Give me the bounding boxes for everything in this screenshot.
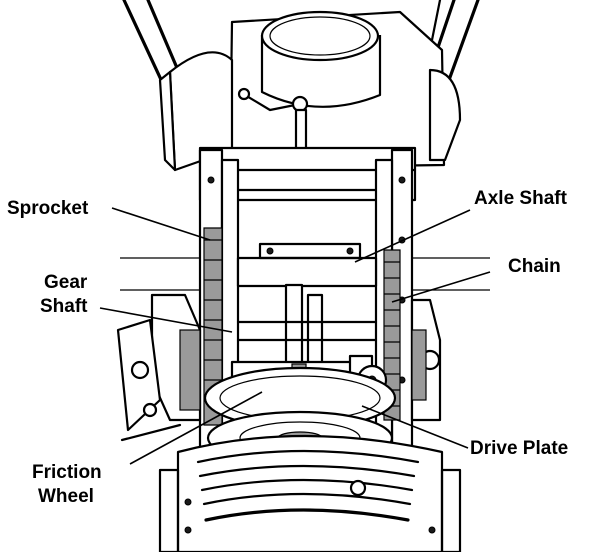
label-drive-plate: Drive Plate [470,438,569,459]
leader-chain [391,271,491,303]
label-sprocket: Sprocket [7,198,89,219]
motor-housing [158,10,462,172]
label-shaft: Shaft [40,296,88,317]
leader-gear-shaft [99,307,233,333]
label-gear: Gear [44,272,88,293]
leader-axle-shaft [354,209,471,263]
label-wheel: Wheel [38,486,94,507]
leader-lines [99,207,491,465]
label-axle-shaft: Axle Shaft [474,188,567,209]
leader-drive-plate [361,405,469,449]
horizontal-rails [120,257,490,291]
left-mechanism [116,293,202,442]
label-chain: Chain [508,256,561,277]
leader-sprocket [111,207,211,241]
leader-friction-wheel [129,391,263,465]
axle-shaft [236,242,378,288]
label-friction: Friction [32,462,102,483]
bottom-housing [158,434,462,552]
right-mechanism [410,298,442,422]
